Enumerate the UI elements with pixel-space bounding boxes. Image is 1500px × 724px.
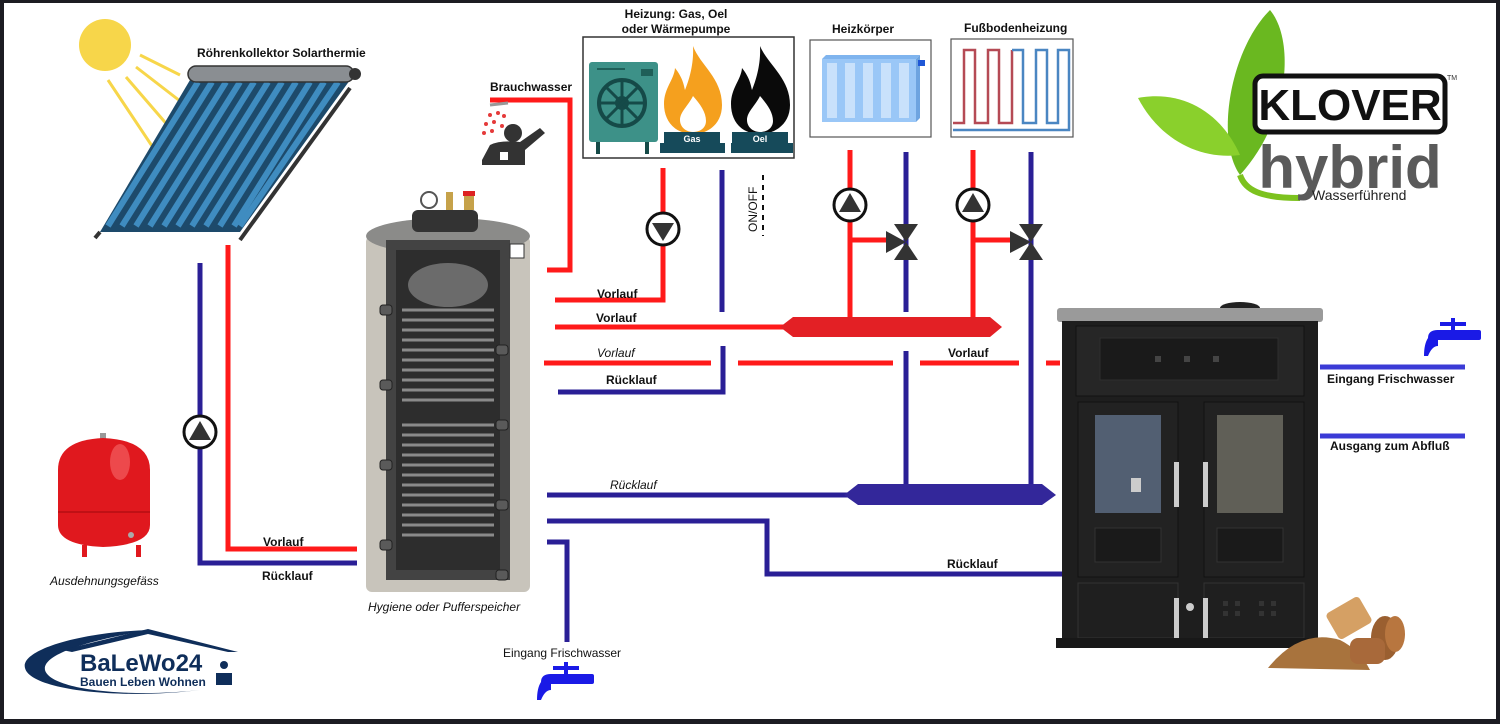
tank-fresh-water-pipe: [547, 539, 570, 642]
radiator-icon: [822, 55, 925, 122]
circulation-pump-icon: [955, 187, 991, 223]
three-way-valve-icon: [1010, 224, 1043, 260]
supply-label-2: Vorlauf: [596, 311, 637, 325]
supply-label-1: Vorlauf: [597, 287, 638, 301]
radiator-circuit: [847, 150, 909, 318]
solar-return-pipe: [197, 263, 357, 566]
stove-return-pipe: [547, 518, 1062, 577]
storage-tank-label: Hygiene oder Pufferspeicher: [368, 600, 521, 614]
return-manifold: [844, 484, 1056, 505]
firewood-pellets-icon: [1268, 596, 1405, 670]
on-off-label: ON/OFF: [746, 187, 760, 232]
heating-title-line2: oder Wärmepumpe: [622, 22, 731, 36]
floor-heating-label: Fußbodenheizung: [964, 21, 1067, 35]
balewo24-logo: BaLeWo24 Bauen Leben Wohnen: [24, 629, 238, 694]
radiator-label: Heizkörper: [832, 22, 894, 36]
gas-flame-icon: [660, 46, 725, 153]
service-water-label: Brauchwasser: [490, 80, 572, 94]
water-tap-icon: [1424, 318, 1481, 356]
boiler-return-main-pipe: [558, 346, 726, 395]
expansion-vessel-label: Ausdehnungsgefäss: [49, 574, 159, 588]
return-label-2: Rücklauf: [610, 478, 658, 492]
klover-brand-text: KLOVER: [1258, 81, 1441, 130]
circulation-pump-icon: [182, 414, 218, 450]
solar-supply-label: Vorlauf: [263, 535, 304, 549]
solar-supply-pipe: [225, 245, 357, 552]
circulation-pump-icon: [645, 211, 681, 247]
gas-label: Gas: [683, 134, 700, 144]
supply-label-3: Vorlauf: [597, 346, 636, 360]
balewo-tagline-text: Bauen Leben Wohnen: [80, 675, 206, 689]
service-water-pipe: [490, 97, 573, 273]
solar-collector: [93, 65, 361, 242]
oil-label: Oel: [753, 134, 768, 144]
oil-flame-icon: [731, 46, 793, 153]
klover-product-text: hybrid: [1258, 134, 1441, 201]
diagram-canvas: Röhrenkollektor Solarthermie Vorlauf Rüc…: [4, 3, 1496, 719]
three-way-valve-icon: [886, 224, 918, 260]
shower-icon: [482, 101, 545, 165]
klover-sub-text: Wasserführend: [1312, 187, 1406, 203]
heating-schematic: Röhrenkollektor Solarthermie Vorlauf Rüc…: [24, 7, 1481, 700]
supply-manifold: [780, 317, 1002, 337]
return-label-1: Rücklauf: [606, 373, 658, 387]
expansion-vessel: [58, 433, 150, 557]
return-label-3: Rücklauf: [947, 557, 999, 571]
circulation-pump-icon: [832, 187, 868, 223]
storage-tank: [366, 191, 530, 592]
heating-title-line1: Heizung: Gas, Oel: [625, 7, 728, 21]
stove-fresh-water-label: Eingang Frischwasser: [1327, 372, 1455, 386]
water-tap-icon: [537, 662, 594, 700]
solar-collector-label: Röhrenkollektor Solarthermie: [197, 46, 366, 60]
wood-stove: [1056, 302, 1324, 648]
klover-hybrid-logo: KLOVER TM hybrid Wasserführend: [1138, 10, 1457, 203]
tank-fresh-water-label: Eingang Frischwasser: [503, 646, 621, 660]
balewo-name-text: BaLeWo24: [80, 650, 203, 677]
floor-heating-icon: [953, 48, 1071, 132]
heat-pump-icon: [589, 62, 658, 154]
solar-return-label: Rücklauf: [262, 569, 314, 583]
supply-label-4: Vorlauf: [948, 346, 989, 360]
drain-label: Ausgang zum Abfluß: [1330, 439, 1450, 453]
floor-heating-circuit: [970, 150, 1034, 486]
klover-trademark: TM: [1447, 75, 1457, 82]
